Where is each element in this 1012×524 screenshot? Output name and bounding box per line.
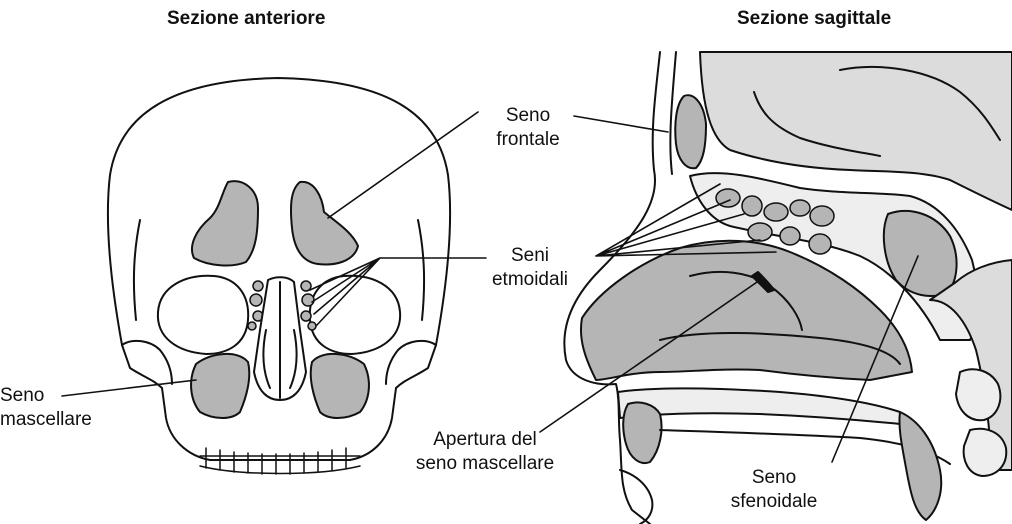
label-maxillary-opening: Apertura del seno mascellare: [392, 428, 578, 476]
frontal-sinus-sagittal: [675, 95, 706, 168]
sagittal-section: [564, 52, 1012, 524]
label-maxillary-sinus: Seno mascellare: [0, 384, 110, 432]
title-anterior: Sezione anteriore: [167, 8, 325, 30]
title-sagittal: Sezione sagittale: [737, 8, 891, 30]
label-frontal-sinus: Seno frontale: [478, 104, 578, 152]
cranium-outline: [108, 78, 450, 460]
skin-line: [670, 52, 676, 174]
skull-anterior: [108, 78, 450, 474]
maxillary-sinus-right: [311, 354, 369, 418]
label-sphenoid-sinus: Seno sfenoidale: [712, 466, 836, 514]
orbit-left: [158, 276, 248, 354]
orbit-right: [310, 276, 400, 354]
label-ethmoid-sinuses: Seni etmoidali: [466, 244, 594, 292]
maxillary-sinus-left: [191, 354, 249, 418]
soft-palate: [899, 412, 941, 520]
